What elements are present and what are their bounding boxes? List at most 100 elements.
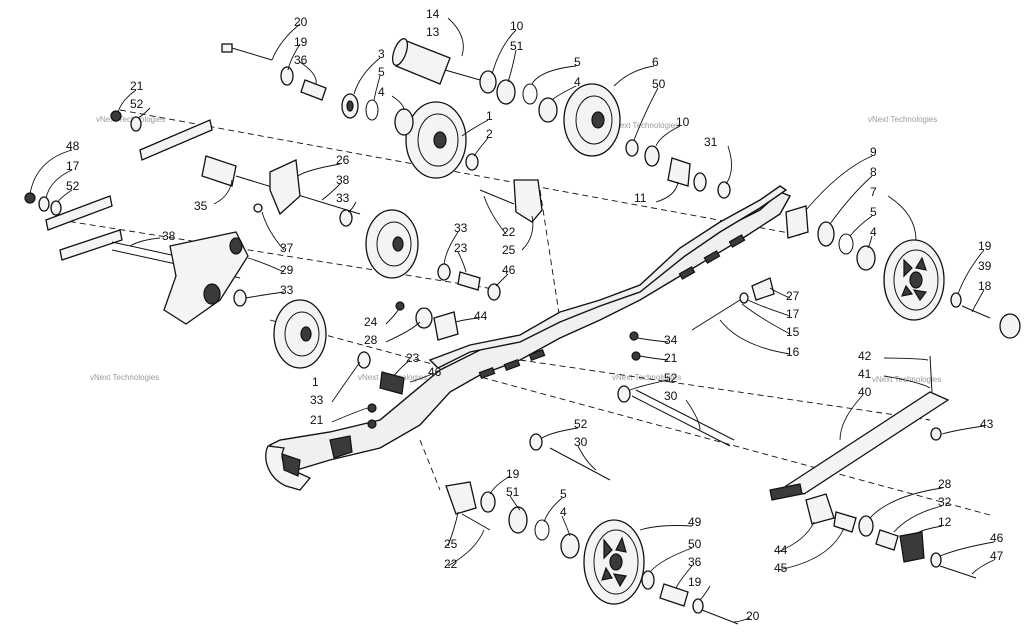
part-callout-14: 14 [426, 7, 440, 21]
part-callout-5: 5 [870, 205, 877, 219]
washer-52 [617, 385, 631, 403]
part-callout-52: 52 [130, 97, 144, 111]
part-callout-43: 43 [980, 417, 994, 431]
washer-28 [415, 307, 433, 329]
sleeve-end [391, 38, 409, 66]
bolt-20 [701, 609, 739, 625]
spacer-9 [785, 205, 809, 239]
washer-31 [693, 172, 707, 192]
slider-block-44 [805, 493, 835, 525]
leader-lines [29, 17, 995, 623]
snap-ring-5 [838, 233, 854, 255]
washer-19 [480, 491, 496, 513]
part-callout-40: 40 [858, 385, 872, 399]
rail-slot [678, 266, 696, 280]
part-callout-21: 21 [130, 79, 144, 93]
part-callout-32: 32 [938, 495, 952, 509]
part-callout-34: 34 [664, 333, 678, 347]
watermark: vNext Technologies [610, 121, 679, 130]
top-axle-hardware [341, 70, 731, 199]
rear-idler-wheel-7 [883, 239, 945, 321]
wheel-hub [909, 271, 923, 289]
bracket-26 [269, 159, 301, 216]
part-callout-6: 6 [652, 55, 659, 69]
washer-33 [437, 263, 451, 281]
watermark: vNext Technologies [872, 375, 941, 384]
rail-segment [139, 119, 213, 161]
bolt-shank [231, 47, 273, 61]
idler-wheel-6 [563, 83, 621, 157]
washer-52 [50, 200, 62, 216]
watermark: vNext Technologies [90, 373, 159, 382]
rail-segment [59, 229, 123, 261]
bearing-4 [394, 108, 414, 136]
nut-17 [739, 292, 749, 304]
part-callout-10: 10 [510, 19, 524, 33]
bearing-4 [538, 97, 558, 123]
spacer-shaft-14 [391, 38, 481, 85]
part-callout-33: 33 [310, 393, 324, 407]
bearing-51 [508, 506, 528, 534]
arm-body [784, 391, 950, 495]
part-callout-38: 38 [162, 229, 176, 243]
cap-39 [999, 313, 1021, 339]
part-callout-21: 21 [664, 351, 678, 365]
wheel-rim [365, 209, 419, 279]
part-callout-2: 2 [486, 127, 493, 141]
part-callout-22: 22 [444, 557, 458, 571]
part-callout-41: 41 [858, 367, 872, 381]
part-callout-19: 19 [294, 35, 308, 49]
rear-idler-wheel-49 [583, 519, 645, 605]
watermark: vNext Technologies [868, 115, 937, 124]
washer-17 [38, 196, 50, 212]
part-callout-18: 18 [978, 279, 992, 293]
washer-33 [357, 351, 371, 369]
lower-rear-hardware [445, 481, 739, 625]
part-callout-12: 12 [938, 515, 952, 529]
wheel-rim [273, 299, 327, 369]
rear-axle-hardware [691, 205, 1021, 339]
bearing-51 [496, 79, 516, 105]
washer-28 [858, 515, 874, 537]
snap-ring-5 [522, 83, 538, 105]
part-callout-22: 22 [502, 225, 516, 239]
bolt-18 [961, 305, 991, 319]
part-callout-51: 51 [506, 485, 520, 499]
part-callout-33: 33 [336, 191, 350, 205]
part-callout-10: 10 [676, 115, 690, 129]
washer-46 [487, 283, 501, 301]
wheel-groove [417, 113, 459, 167]
axle-center-line [539, 189, 561, 321]
arm-bore [229, 237, 243, 255]
part-callout-1: 1 [312, 375, 319, 389]
bracket-12 [899, 531, 925, 563]
part-callout-25: 25 [502, 243, 516, 257]
part-callout-52: 52 [66, 179, 80, 193]
nut-43 [930, 427, 942, 441]
part-callout-9: 9 [870, 145, 877, 159]
part-callout-25: 25 [444, 537, 458, 551]
part-callout-16: 16 [786, 345, 800, 359]
bolt-47 [939, 565, 977, 579]
rail-slot [528, 349, 546, 361]
left-rail-segments [45, 119, 213, 261]
arm-bore [203, 283, 221, 305]
bracket-25-lower [445, 481, 477, 515]
bearing-10 [644, 145, 660, 167]
part-callout-5: 5 [574, 55, 581, 69]
part-callout-20: 20 [294, 15, 308, 29]
part-callout-52: 52 [664, 371, 678, 385]
bolt-30-lower [549, 447, 611, 481]
part-callout-19: 19 [506, 467, 520, 481]
wheel-groove [575, 95, 613, 145]
part-callout-46: 46 [502, 263, 516, 277]
wheel-spoke-cutouts [601, 536, 627, 588]
wheel-hub [609, 553, 623, 571]
nut-48 [24, 192, 36, 204]
part-callout-26: 26 [336, 153, 350, 167]
part-callout-48: 48 [66, 139, 80, 153]
part-callout-4: 4 [574, 75, 581, 89]
bolt-30-upper [631, 395, 731, 447]
